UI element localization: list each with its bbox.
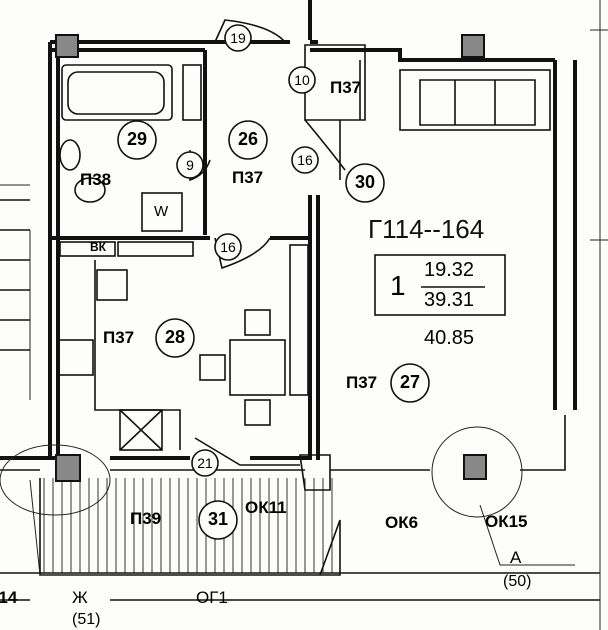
axis-letter: Ж — [72, 588, 88, 607]
fixtures — [0, 64, 551, 451]
door-swings — [189, 19, 346, 466]
column — [463, 454, 487, 480]
door-mark: 16 — [220, 238, 236, 255]
room-number: 29 — [126, 129, 148, 150]
finish-label: П39 — [130, 509, 162, 528]
area-total: 39.31 — [424, 289, 475, 311]
room-number-circle — [345, 163, 385, 203]
room-number: 28 — [164, 327, 186, 348]
room-number-circle — [390, 363, 430, 403]
room-number: 31 — [207, 509, 229, 530]
door-mark: 19 — [230, 29, 246, 46]
area-living: 19.32 — [424, 259, 475, 281]
column — [461, 34, 485, 58]
room-number: 26 — [237, 129, 259, 150]
door-mark: 9 — [186, 156, 194, 173]
room-number: 27 — [399, 372, 421, 393]
door-mark-circle — [176, 151, 204, 179]
column — [55, 34, 79, 58]
column — [55, 454, 81, 482]
axis-ref: (50) — [503, 573, 532, 590]
room-number-circle — [198, 500, 238, 540]
room-number-circle — [228, 120, 268, 160]
area-with-balcony: 40.85 — [424, 327, 475, 349]
door-mark: 10 — [294, 71, 310, 88]
axis-letter: А — [510, 548, 522, 567]
vent-label: ВК — [90, 240, 106, 254]
apartment-code: Г114--164 — [368, 214, 485, 244]
finish-label: П37 — [330, 78, 362, 97]
finish-label: П37 — [346, 373, 378, 392]
door-mark-circle — [291, 146, 319, 174]
finish-label: П37 — [103, 328, 135, 347]
window-mark: ОК11 — [245, 498, 287, 517]
door-mark: 16 — [297, 151, 313, 168]
room-number: 30 — [354, 172, 376, 193]
area-box — [374, 254, 506, 316]
door-mark-circle — [214, 233, 242, 261]
washer-label: W — [154, 203, 169, 220]
axis-ref: (51) — [72, 611, 101, 628]
door-mark-circle — [224, 24, 252, 52]
railing-mark: ОГ1 — [196, 588, 228, 607]
window-mark: ОК6 — [385, 513, 419, 532]
door-mark: 21 — [197, 454, 213, 471]
door-mark-circle — [288, 66, 316, 94]
area-rooms: 1 — [390, 270, 406, 301]
room-number-circle — [117, 120, 157, 160]
finish-label: П38 — [80, 170, 112, 189]
door-mark-circle — [191, 449, 219, 477]
window-mark: ОК15 — [485, 512, 528, 531]
window-mark: К14 — [0, 588, 18, 607]
room-circles — [117, 24, 430, 540]
room-number-circle — [155, 318, 195, 358]
balcony-hatch — [43, 478, 333, 573]
finish-label: П37 — [232, 168, 264, 187]
